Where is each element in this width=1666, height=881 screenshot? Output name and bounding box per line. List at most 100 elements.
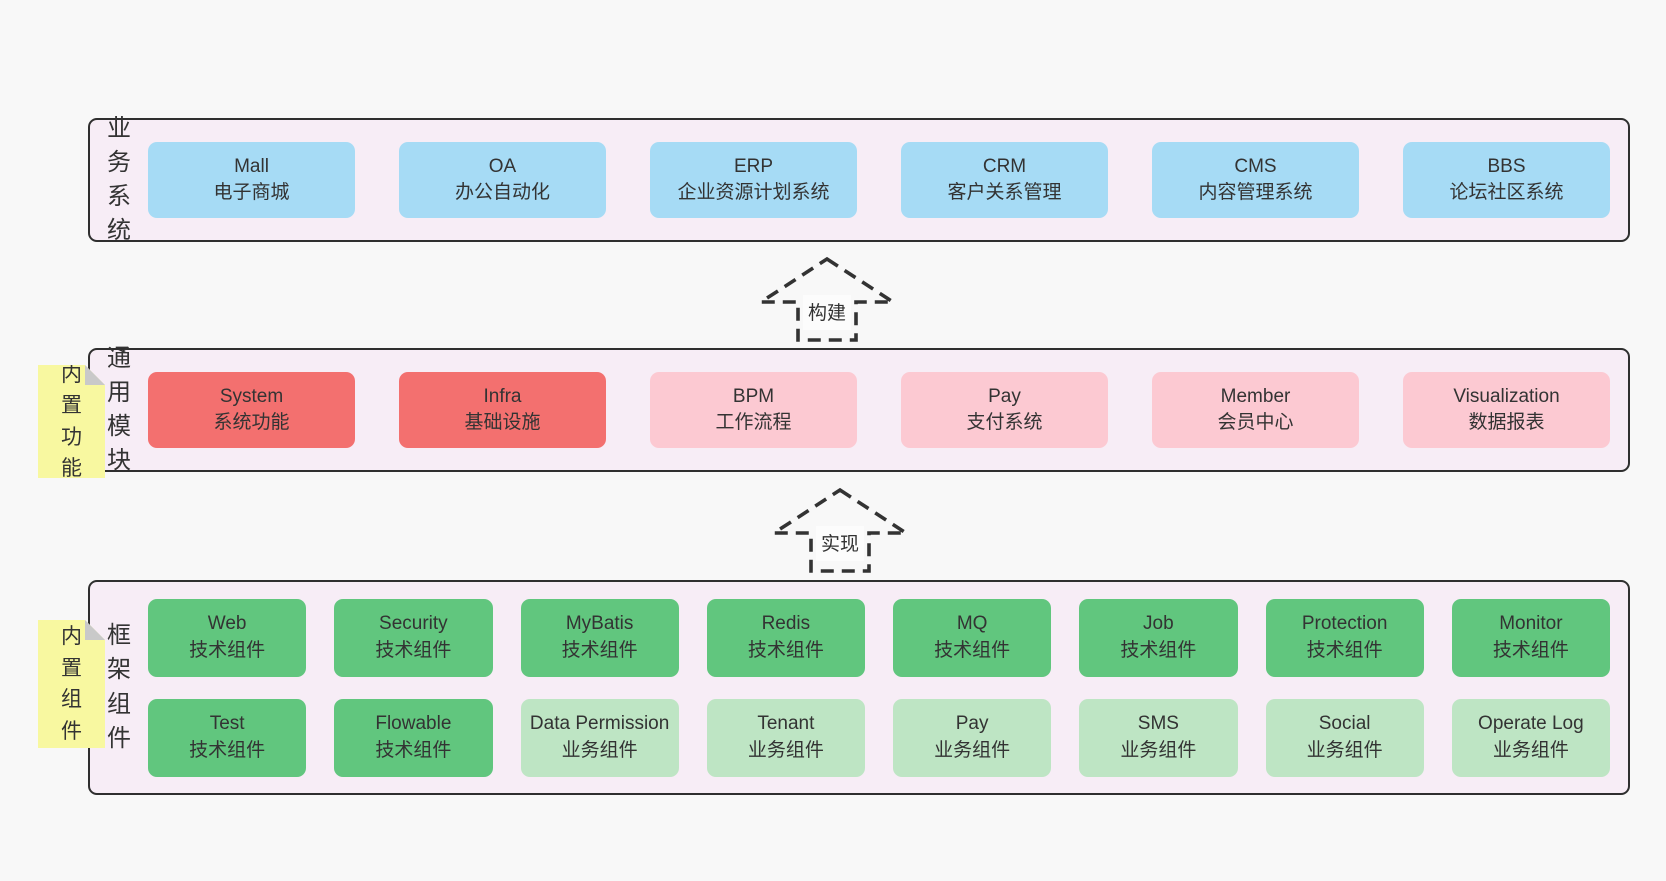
box-bbs: BBS 论坛社区系统 [1403, 142, 1610, 218]
box-cms-name: CMS [1234, 155, 1277, 177]
box-mybatis: MyBatis 技术组件 [520, 598, 679, 677]
box-test: Test 技术组件 [148, 698, 307, 777]
box-test-desc: 技术组件 [189, 739, 266, 761]
box-bpm: BPM 工作流程 [650, 372, 857, 448]
box-mall-name: Mall [234, 155, 269, 177]
box-infra: Infra 基础设施 [399, 372, 606, 448]
sticky-builtin-components-label: 内置组件 [60, 625, 82, 743]
box-sms-desc: 业务组件 [1120, 739, 1197, 761]
section-business-systems: 业务系统 Mall 电子商城 OA 办公自动化 ERP 企业资源计划系统 CRM… [88, 115, 1630, 244]
box-test-name: Test [209, 713, 245, 735]
box-redis: Redis 技术组件 [706, 598, 865, 677]
box-tenant-name: Tenant [757, 713, 815, 735]
box-operate-log-desc: 业务组件 [1492, 739, 1569, 761]
up-block-arrow-icon [757, 256, 897, 342]
box-visualization-name: Visualization [1453, 385, 1560, 407]
box-mq-name: MQ [956, 613, 988, 635]
box-redis-desc: 技术组件 [747, 639, 824, 661]
box-system-desc: 系统功能 [213, 412, 290, 433]
sticky-builtin-features-label: 内置功能 [60, 362, 82, 480]
box-pay-module-name: Pay [988, 385, 1021, 407]
box-mybatis-desc: 技术组件 [561, 639, 638, 661]
framework-row-2: Test 技术组件 Flowable 技术组件 Data Permission … [148, 698, 1610, 777]
box-job-desc: 技术组件 [1120, 639, 1197, 661]
box-job: Job 技术组件 [1079, 598, 1238, 677]
box-operate-log-name: Operate Log [1478, 713, 1584, 735]
section-business-label: 业务系统 [107, 114, 131, 245]
box-mq: MQ 技术组件 [893, 598, 1052, 677]
section-business-label-wrap: 业务系统 [90, 115, 148, 244]
box-protection-desc: 技术组件 [1306, 639, 1383, 661]
box-crm-name: CRM [982, 155, 1027, 177]
box-infra-desc: 基础设施 [464, 412, 541, 433]
box-erp: ERP 企业资源计划系统 [650, 142, 857, 218]
section-framework-label-wrap: 框架组件 [90, 582, 148, 793]
box-monitor: Monitor 技术组件 [1451, 598, 1610, 677]
box-crm: CRM 客户关系管理 [901, 142, 1108, 218]
box-pay-module: Pay 支付系统 [901, 372, 1108, 448]
box-member-desc: 会员中心 [1217, 412, 1294, 433]
section-common-modules: 通用模块 System 系统功能 Infra 基础设施 BPM 工作流程 Pay… [88, 345, 1630, 474]
box-mq-desc: 技术组件 [934, 639, 1011, 661]
box-job-name: Job [1143, 613, 1174, 635]
sticky-builtin-components: 内置组件 [38, 620, 105, 748]
box-protection-name: Protection [1301, 613, 1388, 635]
box-bpm-desc: 工作流程 [715, 412, 792, 433]
box-monitor-name: Monitor [1499, 613, 1563, 635]
box-cms-desc: 内容管理系统 [1198, 182, 1313, 203]
arrow-build: 构建 [757, 255, 897, 343]
box-web: Web 技术组件 [148, 598, 307, 677]
box-bbs-name: BBS [1487, 155, 1526, 177]
box-mybatis-name: MyBatis [565, 613, 634, 635]
box-data-permission-desc: 业务组件 [561, 739, 638, 761]
arrow-implement: 实现 [770, 486, 910, 574]
box-security: Security 技术组件 [334, 598, 493, 677]
box-pay-component-desc: 业务组件 [934, 739, 1011, 761]
box-oa-desc: 办公自动化 [454, 182, 550, 203]
box-visualization-desc: 数据报表 [1468, 412, 1545, 433]
section-business-body: Mall 电子商城 OA 办公自动化 ERP 企业资源计划系统 CRM 客户关系… [148, 120, 1628, 240]
box-data-permission: Data Permission 业务组件 [520, 698, 679, 777]
box-cms: CMS 内容管理系统 [1152, 142, 1359, 218]
box-monitor-desc: 技术组件 [1492, 639, 1569, 661]
section-modules-body: System 系统功能 Infra 基础设施 BPM 工作流程 Pay 支付系统… [148, 350, 1628, 470]
box-social: Social 业务组件 [1265, 698, 1424, 777]
box-protection: Protection 技术组件 [1265, 598, 1424, 677]
sticky-builtin-features: 内置功能 [38, 365, 105, 478]
box-system: System 系统功能 [148, 372, 355, 448]
box-operate-log: Operate Log 业务组件 [1451, 698, 1610, 777]
box-tenant-desc: 业务组件 [747, 739, 824, 761]
box-infra-name: Infra [483, 385, 522, 407]
box-sms-name: SMS [1137, 713, 1179, 735]
box-flowable-desc: 技术组件 [375, 739, 452, 761]
box-redis-name: Redis [761, 613, 811, 635]
box-social-name: Social [1318, 713, 1371, 735]
arrow-build-label: 构建 [802, 295, 852, 330]
box-mall: Mall 电子商城 [148, 142, 355, 218]
arrow-implement-label: 实现 [815, 526, 865, 561]
box-member-name: Member [1220, 385, 1291, 407]
section-modules-label: 通用模块 [107, 344, 131, 475]
box-crm-desc: 客户关系管理 [947, 182, 1062, 203]
box-member: Member 会员中心 [1152, 372, 1359, 448]
box-oa-name: OA [488, 155, 517, 177]
box-data-permission-name: Data Permission [529, 713, 670, 735]
box-security-name: Security [379, 613, 448, 635]
box-security-desc: 技术组件 [375, 639, 452, 661]
box-social-desc: 业务组件 [1306, 739, 1383, 761]
box-oa: OA 办公自动化 [399, 142, 606, 218]
box-sms: SMS 业务组件 [1079, 698, 1238, 777]
box-erp-name: ERP [733, 155, 774, 177]
box-pay-module-desc: 支付系统 [966, 412, 1043, 433]
box-bbs-desc: 论坛社区系统 [1449, 182, 1564, 203]
box-bpm-name: BPM [732, 385, 775, 407]
box-tenant: Tenant 业务组件 [706, 698, 865, 777]
box-pay-component: Pay 业务组件 [893, 698, 1052, 777]
framework-row-1: Web 技术组件 Security 技术组件 MyBatis 技术组件 Redi… [148, 598, 1610, 677]
box-web-desc: 技术组件 [189, 639, 266, 661]
section-framework-body: Web 技术组件 Security 技术组件 MyBatis 技术组件 Redi… [148, 582, 1628, 793]
box-mall-desc: 电子商城 [213, 182, 290, 203]
section-framework-label: 框架组件 [107, 622, 131, 752]
section-modules-label-wrap: 通用模块 [90, 345, 148, 474]
